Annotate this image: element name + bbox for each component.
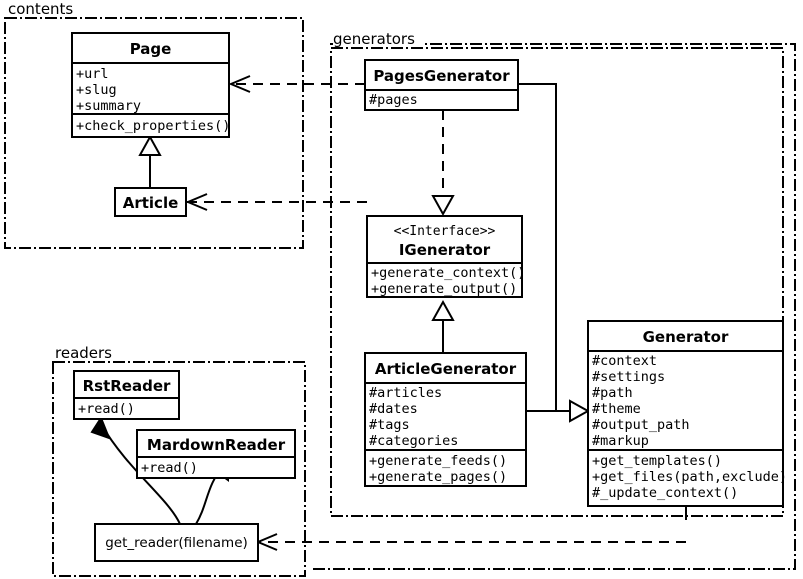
class-articlegenerator-method: +generate_pages()	[369, 469, 507, 485]
package-contents: contents	[4, 0, 304, 249]
class-articlegenerator-attribute: #categories	[369, 433, 458, 449]
class-articlegenerator-attribute: #tags	[369, 417, 410, 433]
class-generator[interactable]: Generator #context #settings #path #them…	[587, 320, 787, 507]
package-contents-label-bg	[8, 1, 88, 17]
class-pagesgenerator-attribute: #pages	[369, 92, 418, 108]
class-igenerator-name: IGenerator	[399, 241, 491, 259]
class-generator-attribute: #path	[592, 385, 633, 401]
class-articlegenerator-attribute: #dates	[369, 401, 418, 417]
arrowhead-usage-rstreader	[90, 415, 111, 440]
class-generator-method: +get_templates()	[592, 453, 722, 469]
class-generator-method: +get_files(path,exclude)	[592, 469, 787, 485]
package-readers-label: readers	[55, 344, 112, 362]
arrowhead-generalization-page	[138, 134, 162, 156]
arrowhead-generalization-generator	[569, 399, 591, 423]
class-page-method: +check_properties()	[76, 118, 230, 134]
package-generators: generators	[330, 30, 784, 517]
class-pagesgenerator-name: PagesGenerator	[373, 67, 510, 85]
class-mardownreader-box[interactable]	[136, 429, 296, 479]
class-generator-name: Generator	[643, 328, 729, 346]
class-generator-attribute: #output_path	[592, 417, 690, 433]
function-get-reader[interactable]: get_reader(filename)	[94, 523, 259, 562]
package-generators-border	[330, 47, 784, 517]
class-articlegenerator-method: +generate_feeds()	[369, 453, 507, 469]
arrowhead-dependency-article	[185, 193, 208, 211]
class-mardownreader-name: MardownReader	[147, 436, 286, 454]
class-igenerator[interactable]: <<Interface>> IGenerator +generate_conte…	[366, 215, 525, 298]
class-igenerator-box[interactable]	[366, 215, 523, 298]
function-get-reader-box[interactable]	[94, 523, 259, 562]
class-rstreader-name: RstReader	[83, 377, 171, 395]
class-page-name: Page	[130, 40, 172, 58]
package-generators-label: generators	[333, 30, 415, 48]
package-readers: readers	[52, 344, 306, 577]
class-generator-attribute: #theme	[592, 401, 641, 417]
arrowhead-dependency-page	[228, 75, 251, 93]
arrowhead-realization-igenerator	[431, 195, 455, 217]
function-get-reader-label: get_reader(filename)	[105, 535, 248, 551]
class-generator-attribute: #settings	[592, 369, 665, 385]
class-article-box[interactable]	[114, 187, 187, 217]
class-page-attribute: +summary	[76, 98, 141, 114]
class-mardownreader-method: +read()	[141, 460, 198, 476]
class-generator-attribute: #context	[592, 353, 657, 369]
package-contents-label: contents	[8, 0, 73, 18]
class-pagesgenerator-box[interactable]	[364, 59, 519, 111]
class-article-name: Article	[123, 194, 179, 212]
class-generator-method: #_update_context()	[592, 485, 738, 501]
class-articlegenerator-box[interactable]	[364, 352, 527, 487]
arrowhead-generalization-igenerator	[431, 299, 455, 321]
class-page-attribute: +url	[76, 66, 109, 82]
class-article[interactable]: Article	[114, 187, 187, 217]
class-rstreader-method: +read()	[78, 401, 135, 417]
class-page-box[interactable]	[71, 32, 230, 138]
class-pagesgenerator[interactable]: PagesGenerator #pages	[364, 59, 519, 111]
class-igenerator-method: +generate_context()	[371, 265, 525, 281]
class-articlegenerator[interactable]: ArticleGenerator #articles #dates #tags …	[364, 352, 527, 487]
class-rstreader-box[interactable]	[73, 370, 180, 420]
class-igenerator-stereotype: <<Interface>>	[394, 224, 496, 239]
package-contents-border	[4, 17, 304, 249]
class-articlegenerator-attribute: #articles	[369, 385, 442, 401]
class-mardownreader[interactable]: MardownReader +read()	[136, 429, 296, 479]
class-igenerator-method: +generate_output()	[371, 281, 517, 297]
class-rstreader[interactable]: RstReader +read()	[73, 370, 180, 420]
class-page-attribute: +slug	[76, 82, 117, 98]
edge-getreader-to-rstreader	[100, 423, 181, 525]
package-generators-label-bg	[333, 30, 425, 46]
class-articlegenerator-name: ArticleGenerator	[375, 360, 517, 378]
package-readers-border	[52, 361, 306, 577]
class-generator-attribute: #markup	[592, 433, 649, 449]
package-readers-label-bg	[55, 345, 127, 361]
class-page[interactable]: Page +url +slug +summary +check_properti…	[71, 32, 230, 138]
diagram-frame	[312, 43, 796, 570]
